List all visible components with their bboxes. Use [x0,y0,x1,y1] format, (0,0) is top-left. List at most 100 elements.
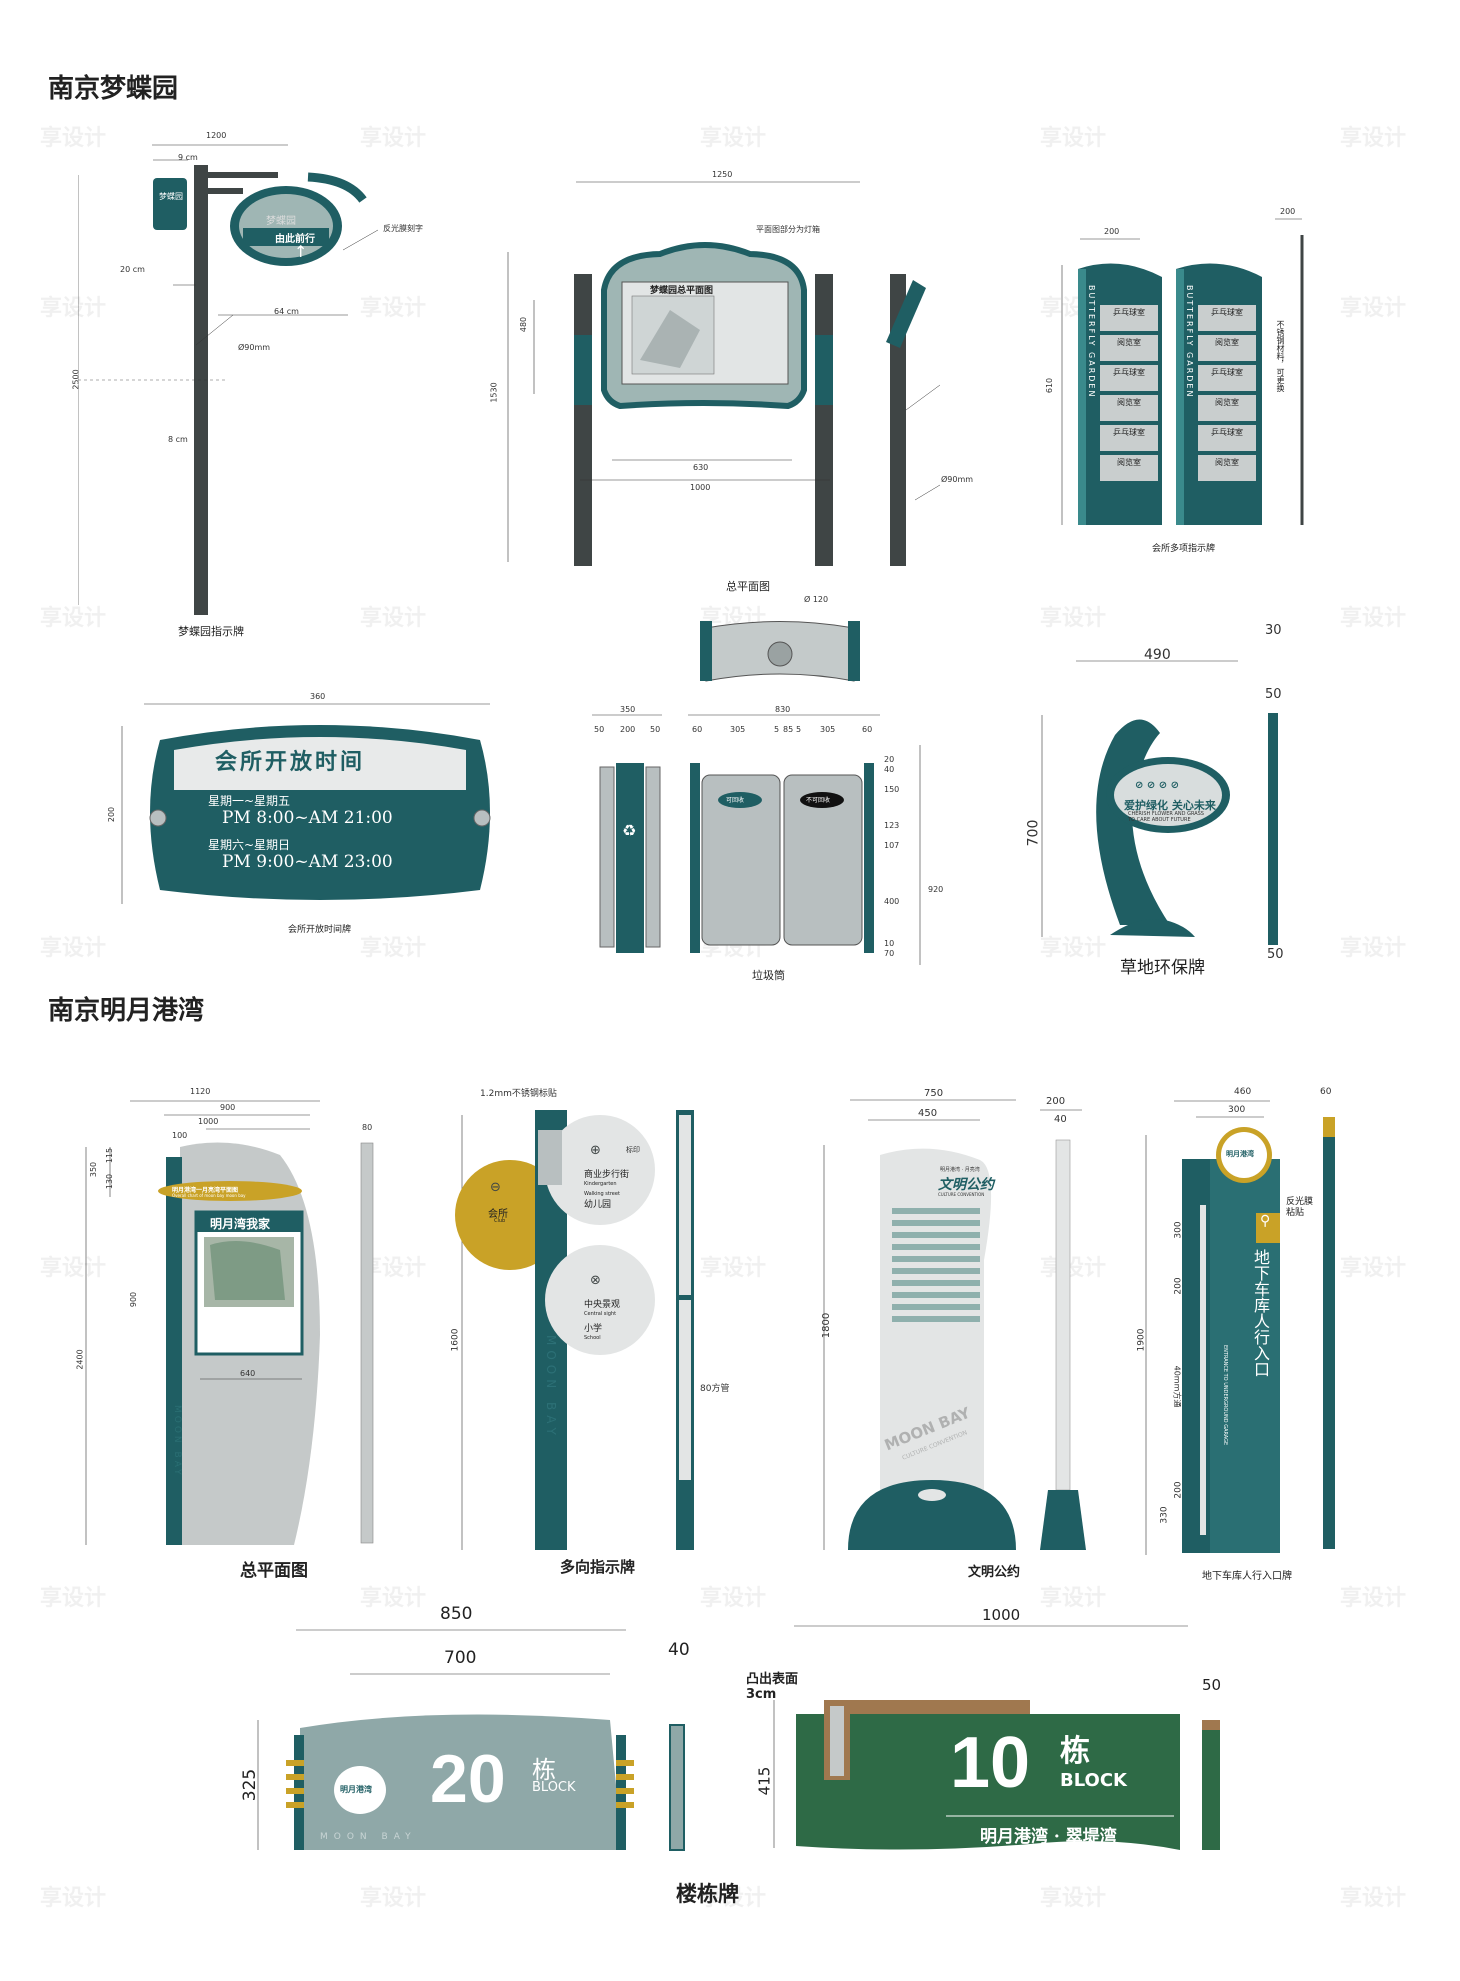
eco-sign-graphic [1041,660,1278,945]
dim-200-mid: 200 [1173,1277,1184,1295]
watermark-text: 享设计 [360,1586,427,1611]
bin-label-recyclable: 可回收 [726,797,745,804]
dim-square-tube-40: 40mm方通 [1172,1365,1182,1408]
dim-750: 750 [924,1088,944,1099]
dim-panel-900: 900 [129,1291,139,1308]
watermark-text: 享设计 [1040,1586,1107,1611]
directory-row: 乒乓球室 [1198,305,1256,331]
directory-row: 乒乓球室 [1100,365,1158,391]
garage-sign-graphic [1145,1100,1335,1555]
plan-banner: 明月港湾一月亮湾平面图 [172,1187,239,1194]
watermark-text: 享设计 [40,1586,107,1611]
dim-305b: 305 [820,725,836,734]
garage-logo-text: 明月港湾 [1226,1150,1254,1158]
hours-row2-label: 星期六~星期日 [208,838,291,852]
dim-115: 115 [105,1147,115,1164]
dim-700: 700 [1025,819,1042,847]
dim-1000: 1000 [982,1606,1021,1624]
dim-350: 350 [620,705,636,714]
watermark-text: 享设计 [360,296,427,321]
dim-board-width: 1250 [712,170,733,179]
oval-direction-text: 由此前行 [275,234,315,245]
eco-sign-drawing: 490 30 50 700 50 ⊘ ⊘ ⊘ ⊘ 爱护绿化 关心未来 CHERI… [1020,623,1320,978]
dim-v400: 400 [884,897,900,906]
dim-60a: 60 [692,725,703,734]
dim-square-tube: 80方管 [700,1384,730,1394]
dim-200: 200 [1104,227,1120,236]
dim-40: 40 [668,1640,690,1660]
building20-unit: 栋 [532,1756,556,1784]
prohibition-icons: ⊘ ⊘ ⊘ ⊘ [1135,780,1179,791]
building-signs-caption: 楼栋牌 [676,1882,739,1906]
section-title-mengdieyuan: 南京梦蝶园 [48,74,179,104]
school-label-en: School [584,1335,601,1341]
multi-sign-drawing: 1.2mm不锈钢标贴 1600 80方管 标印 ⊖ 会所 Club ⊕ 商业步行… [450,1085,729,1595]
pole-sign-drawing: 1200 9 cm 20 cm 64 cm 2500 Ø90mm 8 cm 反光… [72,131,423,638]
watermark-text: 享设计 [1340,1586,1407,1611]
plan-header: 明月湾我家 [210,1217,271,1231]
dim-700: 700 [444,1648,477,1668]
directory-row: 阅览室 [1100,395,1158,421]
dim-64cm: 64 cm [274,307,299,316]
watermark-text: 享设计 [40,1886,107,1911]
dim-steel-label: 1.2mm不锈钢标贴 [480,1089,557,1099]
culture-sign-caption: 文明公约 [968,1565,1021,1580]
dim-300-mid: 300 [1173,1221,1184,1239]
building-sign-10-graphic [773,1625,1220,1850]
watermark-text: 享设计 [360,126,427,151]
watermark-text: 享设计 [1040,1886,1107,1911]
directory-row: 阅览室 [1198,335,1256,361]
dim-610: 610 [1045,377,1055,394]
watermark-text: 享设计 [700,1256,767,1281]
dim-1120: 1120 [190,1087,211,1096]
dim-330: 330 [1159,1506,1170,1524]
dim-900: 900 [220,1103,236,1112]
dim-415: 415 [755,1766,774,1796]
dim-490: 490 [1144,647,1171,663]
dim-450: 450 [918,1108,938,1119]
watermark-text: 享设计 [1340,296,1407,321]
dim-50: 50 [1202,1676,1222,1694]
dim-width: 1200 [206,131,227,140]
garage-sign-drawing: 460 300 60 300 200 1900 40mm方通 330 200 反… [1136,1085,1360,1595]
watermark-text: 享设计 [700,1886,767,1911]
building-sign-20: 850 700 40 325 明月港湾 20 栋 BLOCK MOON BAY … [230,1604,770,1910]
building20-footer: MOON BAY [320,1832,417,1842]
eco-sign-caption: 草地环保牌 [1120,958,1205,978]
school-label: 小学 [584,1324,603,1334]
dim-v10: 10 [884,939,895,948]
pole-sign-caption: 梦蝶园指示牌 [178,625,244,638]
culture-header: 文明公约 [938,1177,994,1193]
dim-360: 360 [310,692,326,701]
up-arrow-icon: ↑ [294,242,308,261]
dim-640: 640 [240,1369,256,1378]
dim-v40: 40 [884,765,895,774]
watermark-text: 享设计 [1340,936,1407,961]
dim-v107: 107 [884,841,900,850]
dim-50b: 50 [650,725,661,734]
directory-row: 阅览室 [1198,455,1256,481]
map-board-header: 梦蝶园总平面图 [650,286,714,296]
dim-1000: 1000 [198,1117,219,1126]
dim-1900: 1900 [1136,1328,1147,1352]
watermark-text: 享设计 [360,1886,427,1911]
trash-person-icon: ♻ [622,821,637,840]
walking-person-icon: ⚲ [1260,1213,1271,1229]
dim-305a: 305 [730,725,746,734]
watermark-text: 享设计 [700,126,767,151]
dim-200: 200 [107,806,117,823]
kindergarten-label: 幼儿园 [584,1200,612,1210]
dim-130: 130 [105,1173,115,1190]
directory-row: 阅览室 [1100,335,1158,361]
plan-banner-sub: Overall chart of moon bay moon bay [172,1193,246,1198]
dim-50a: 50 [594,725,605,734]
dim-diameter: Ø 120 [804,595,829,604]
watermark-text: 享设计 [1340,606,1407,631]
dim-1000: 1000 [690,483,711,492]
multi-vertical-text: MOON BAY [544,1335,558,1440]
watermark-text: 享设计 [1040,1256,1107,1281]
watermark-text: 享设计 [1040,936,1107,961]
dim-85: 85 [783,725,794,734]
dim-v20: 20 [884,755,895,764]
dim-50-top: 50 [1265,687,1282,702]
